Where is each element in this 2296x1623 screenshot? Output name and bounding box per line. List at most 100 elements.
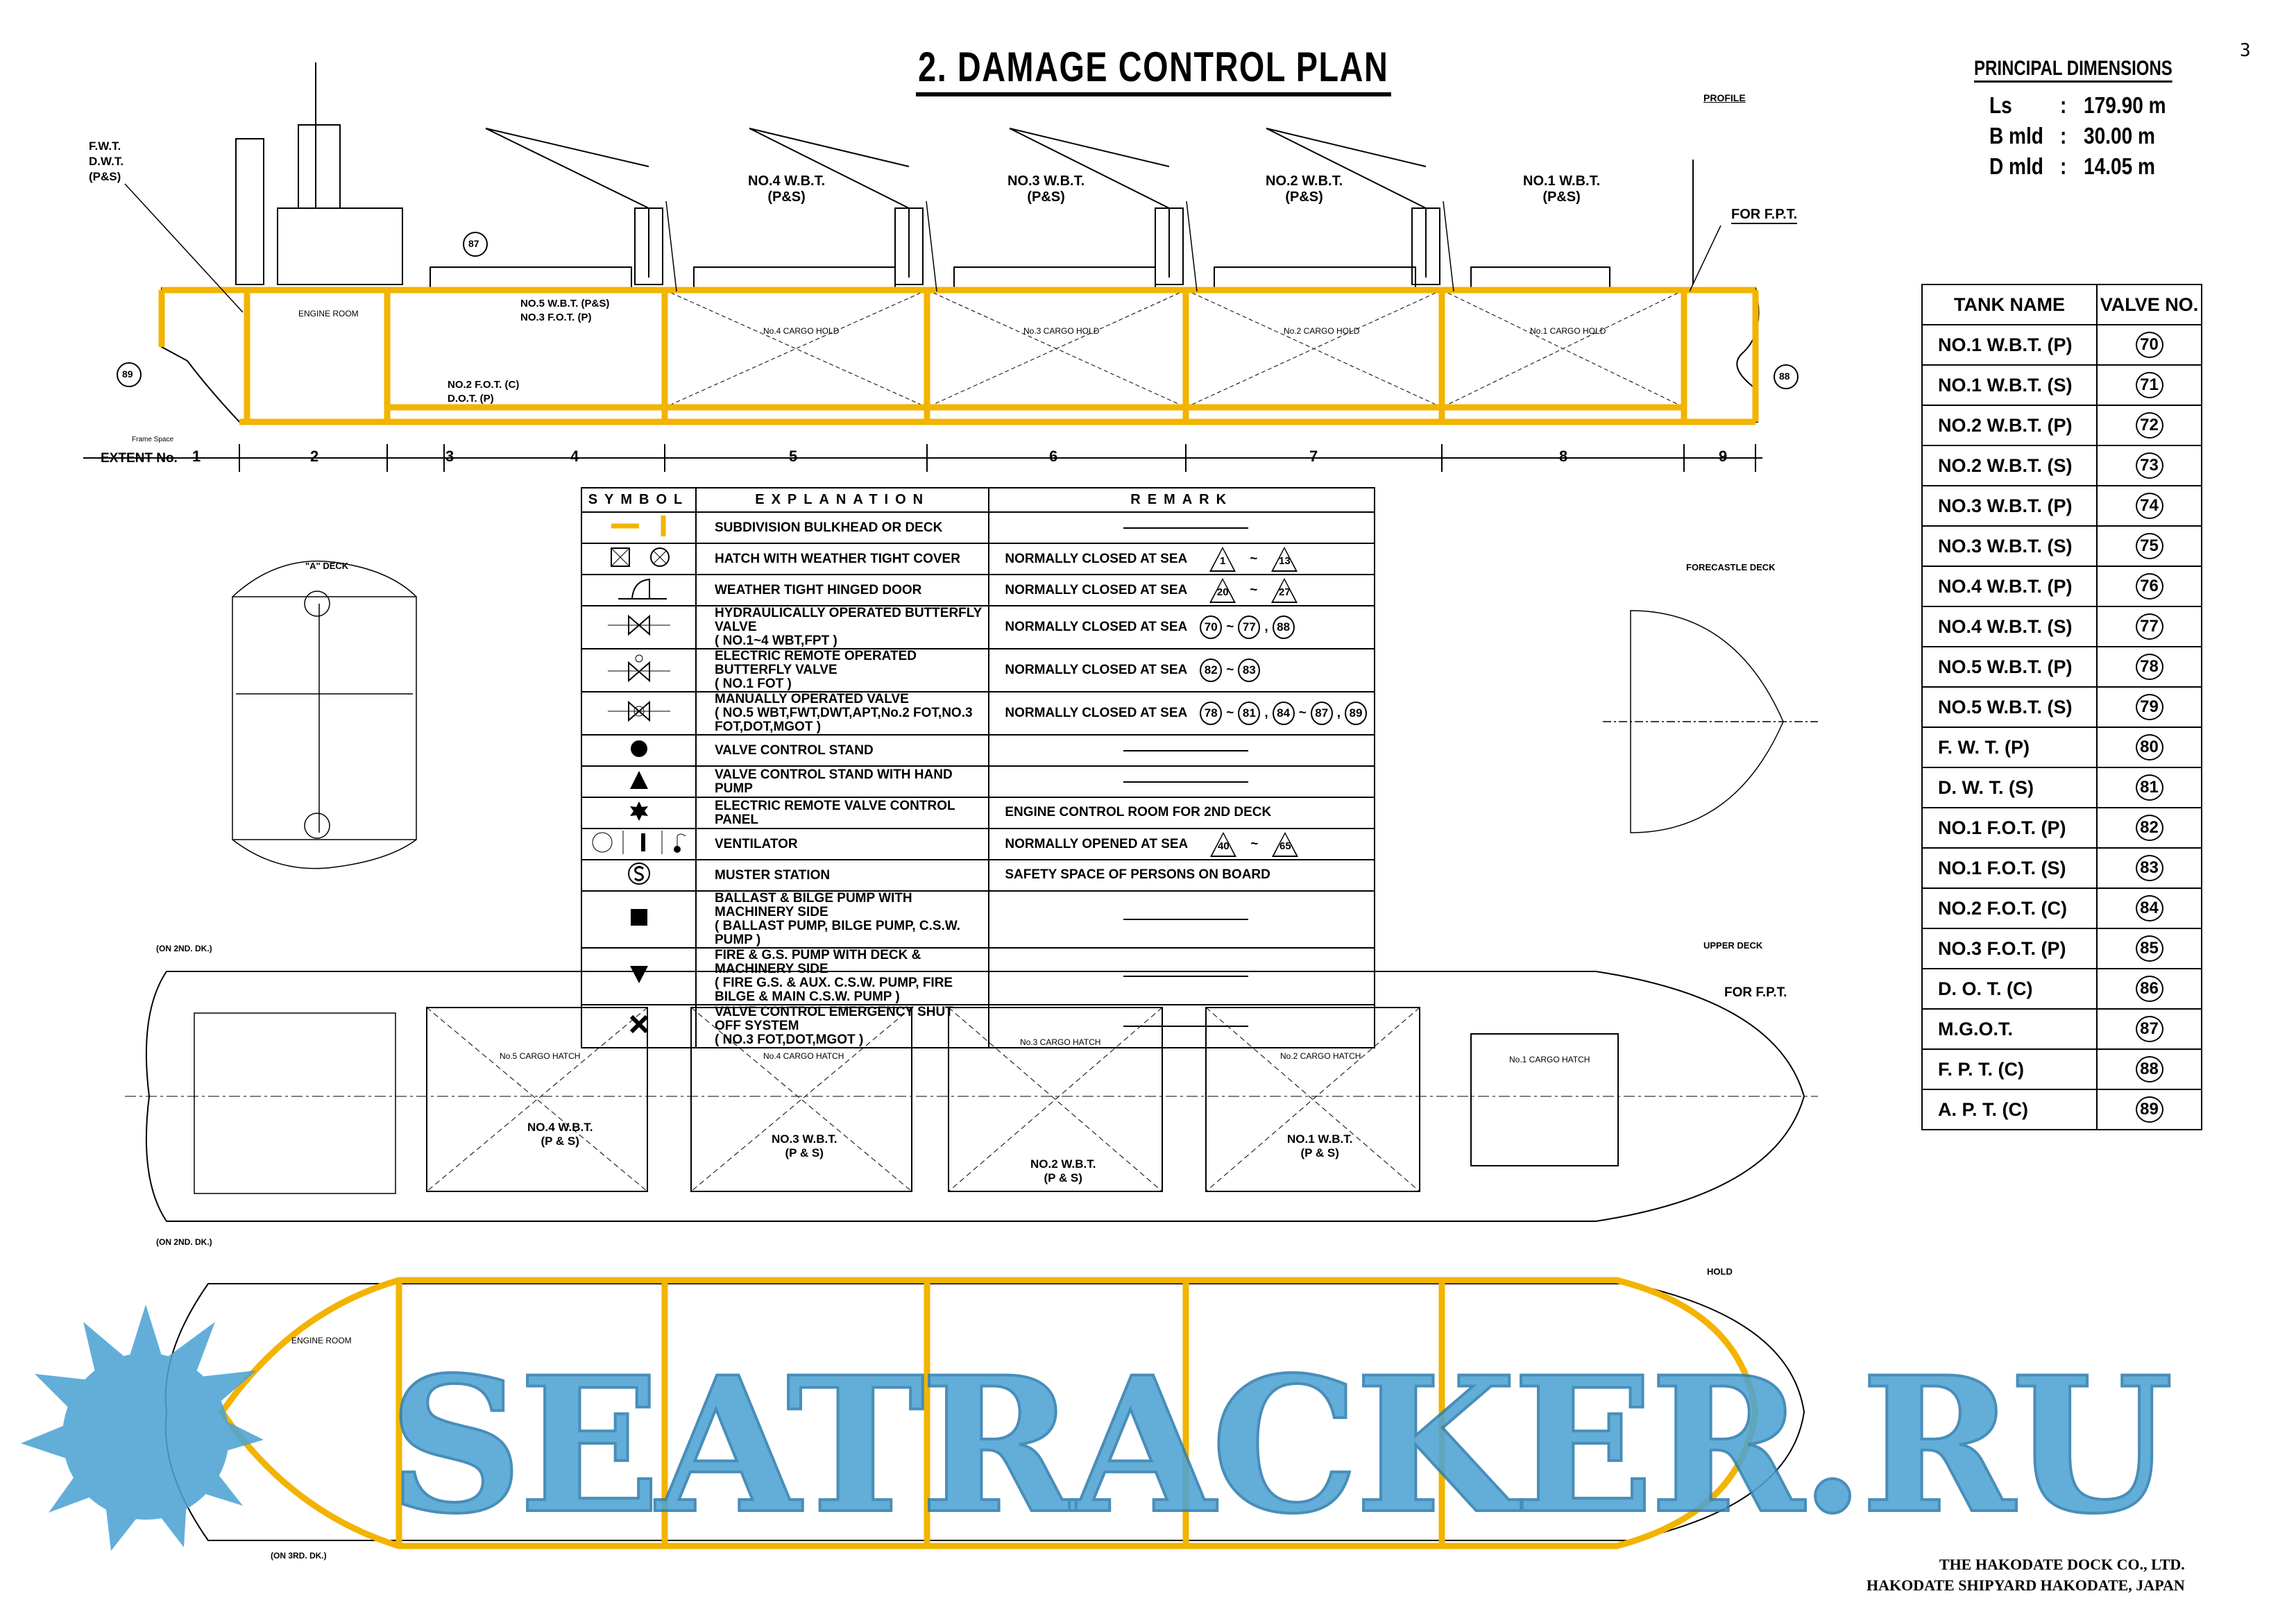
tank-name: NO.3 W.B.T. (P) [1921, 485, 2098, 527]
upper-wbt1-callout: NO.1 W.B.T.(P & S) [1287, 1132, 1352, 1160]
range-separator: ~ [1250, 582, 1258, 597]
shipyard-footer: THE HAKODATE DOCK CO., LTD. HAKODATE SHI… [1866, 1554, 2185, 1596]
legend-explanation: ELECTRIC REMOTE VALVE CONTROL PANEL [695, 797, 990, 829]
profile-drawing [83, 62, 1798, 472]
upper-deck-fpt-callout: FOR F.P.T. [1724, 985, 1787, 1000]
company-name: THE HAKODATE DOCK CO., LTD. [1939, 1556, 2185, 1573]
valve-number: 77 [2135, 613, 2163, 640]
hold-label: No.3 CARGO HOLD [1023, 326, 1100, 336]
tank-row: D. O. T. (C)86 [1921, 968, 2202, 1010]
explanation-line: VENTILATOR [715, 836, 798, 851]
explanation-line: ( NO.1 FOT ) [715, 677, 792, 691]
valve-cell: 74 [2096, 485, 2202, 527]
dimension-value: 30.00 m [2084, 123, 2155, 148]
valve-89-label: 89 [122, 368, 133, 380]
callout-line: NO.3 W.B.T. [1007, 173, 1085, 189]
valve-cell: 86 [2096, 968, 2202, 1010]
wbt5-fot3-callout: NO.5 W.B.T. (P&S)NO.3 F.O.T. (P) [520, 297, 609, 325]
legend-symbol [581, 511, 697, 544]
opening-ref: 27 [1278, 586, 1291, 598]
valve-number: 86 [2135, 976, 2163, 1002]
legend-explanation: WEATHER TIGHT HINGED DOOR [695, 574, 990, 606]
dimension-row: Ls:179.90 m [1989, 92, 2166, 118]
opening-ref-triangle: 27 [1271, 577, 1298, 603]
hold-plan [164, 1277, 1805, 1549]
wbt1-callout: NO.1 W.B.T.(P&S) [1523, 173, 1600, 205]
tank-row: NO.3 W.B.T. (P)74 [1921, 485, 2202, 527]
range-separator: , [1264, 620, 1268, 634]
dimension-key: D mld [1989, 153, 2043, 179]
legend-symbol [581, 890, 697, 949]
legend-explanation: MANUALLY OPERATED VALVE( NO.5 WBT,FWT,DW… [695, 691, 990, 736]
crane-4 [485, 128, 663, 285]
tank-row: A. P. T. (C)89 [1921, 1089, 2202, 1130]
valve-number: 89 [2135, 1096, 2163, 1123]
crane-2 [1009, 128, 1184, 285]
legend-row: MANUALLY OPERATED VALVE( NO.5 WBT,FWT,DW… [581, 691, 1375, 736]
hatch-label: No.1 CARGO HATCH [1509, 1055, 1590, 1064]
principal-dimensions-heading: PRINCIPAL DIMENSIONS [1974, 57, 2172, 83]
valve-number: 79 [2135, 694, 2163, 720]
upper-wbt3-callout: NO.3 W.B.T.(P & S) [772, 1132, 837, 1160]
legend-symbol [581, 543, 697, 575]
valve-cell: 84 [2096, 887, 2202, 929]
dimension-row: D mld:14.05 m [1989, 153, 2155, 179]
tank-row: NO.2 W.B.T. (S)73 [1921, 445, 2202, 486]
empty-remark-line [1123, 976, 1249, 977]
valve-89-marker [117, 362, 142, 387]
tank-row: NO.3 F.O.T. (P)85 [1921, 928, 2202, 969]
valve-ref: 83 [1238, 658, 1261, 682]
valve-number: 80 [2135, 734, 2163, 760]
hydraulic-valve-icon [597, 614, 681, 640]
crane-3 [749, 128, 924, 285]
forecastle-deck-plan [1603, 610, 1818, 833]
extent-number: 6 [1049, 448, 1058, 465]
dimension-key: B mld [1989, 123, 2043, 148]
legend-remark: ENGINE CONTROL ROOM FOR 2ND DECK [988, 797, 1375, 829]
hatch-icon [597, 547, 681, 572]
callout-line: NO.2 W.B.T. [1030, 1157, 1096, 1171]
wheelhouse [298, 124, 341, 209]
legend-explanation: SUBDIVISION BULKHEAD OR DECK [695, 511, 990, 544]
callout-line: D.O.T. (P) [448, 393, 494, 405]
remark-text: NORMALLY CLOSED AT SEA [1005, 582, 1188, 597]
tank-name: NO.2 F.O.T. (C) [1921, 887, 2098, 929]
range-separator: , [1336, 706, 1341, 720]
tank-name: NO.5 W.B.T. (S) [1921, 686, 2098, 728]
range-separator: ~ [1250, 836, 1259, 851]
tank-name: NO.1 W.B.T. (S) [1921, 364, 2098, 406]
range-separator: ~ [1226, 620, 1234, 634]
valve-80-note: (ON 2ND. DK.) [156, 944, 212, 953]
remark-header: REMARK [988, 487, 1375, 513]
remark-text: NORMALLY CLOSED AT SEA [1005, 663, 1188, 677]
valve-cell: 81 [2096, 767, 2202, 808]
subdivision-bulkheads [158, 287, 1759, 425]
opening-ref: 40 [1217, 840, 1230, 852]
watermark-sunburst-icon [21, 1305, 264, 1551]
bulkhead-line-icon [597, 515, 681, 541]
range-separator: ~ [1226, 663, 1234, 677]
callout-line: (P&S) [767, 189, 806, 205]
legend-explanation: VENTILATOR [695, 828, 990, 860]
valve-cell: 89 [2096, 1089, 2202, 1130]
upper-wbt4-callout: NO.4 W.B.T.(P & S) [527, 1121, 593, 1148]
valve-cell: 87 [2096, 1008, 2202, 1050]
legend-explanation: BALLAST & BILGE PUMP WITH MACHINERY SIDE… [695, 890, 990, 949]
frame-space-label: Frame Space [132, 436, 174, 443]
tank-name: NO.1 W.B.T. (P) [1921, 324, 2098, 366]
hinged-door-icon [597, 578, 681, 604]
star-icon [629, 801, 649, 825]
legend-symbol [581, 797, 697, 829]
legend-symbol [581, 859, 697, 892]
tank-name: NO.2 W.B.T. (S) [1921, 445, 2098, 486]
legend-row: WEATHER TIGHT HINGED DOOR NORMALLY CLOSED… [581, 574, 1375, 606]
upper-deck-plan [125, 971, 1818, 1222]
hatch-label: No.5 CARGO HATCH [500, 1051, 581, 1061]
dimension-row: B mld:30.00 m [1989, 123, 2155, 148]
explanation-line: ( NO.5 WBT,FWT,DWT,APT,No.2 FOT,NO.3 FOT… [715, 706, 973, 734]
explanation-line: VALVE CONTROL STAND [715, 742, 874, 758]
extent-number: 5 [789, 448, 798, 465]
legend-row: VALVE CONTROL EMERGENCY SHUT OFF SYSTEM(… [581, 1004, 1375, 1048]
